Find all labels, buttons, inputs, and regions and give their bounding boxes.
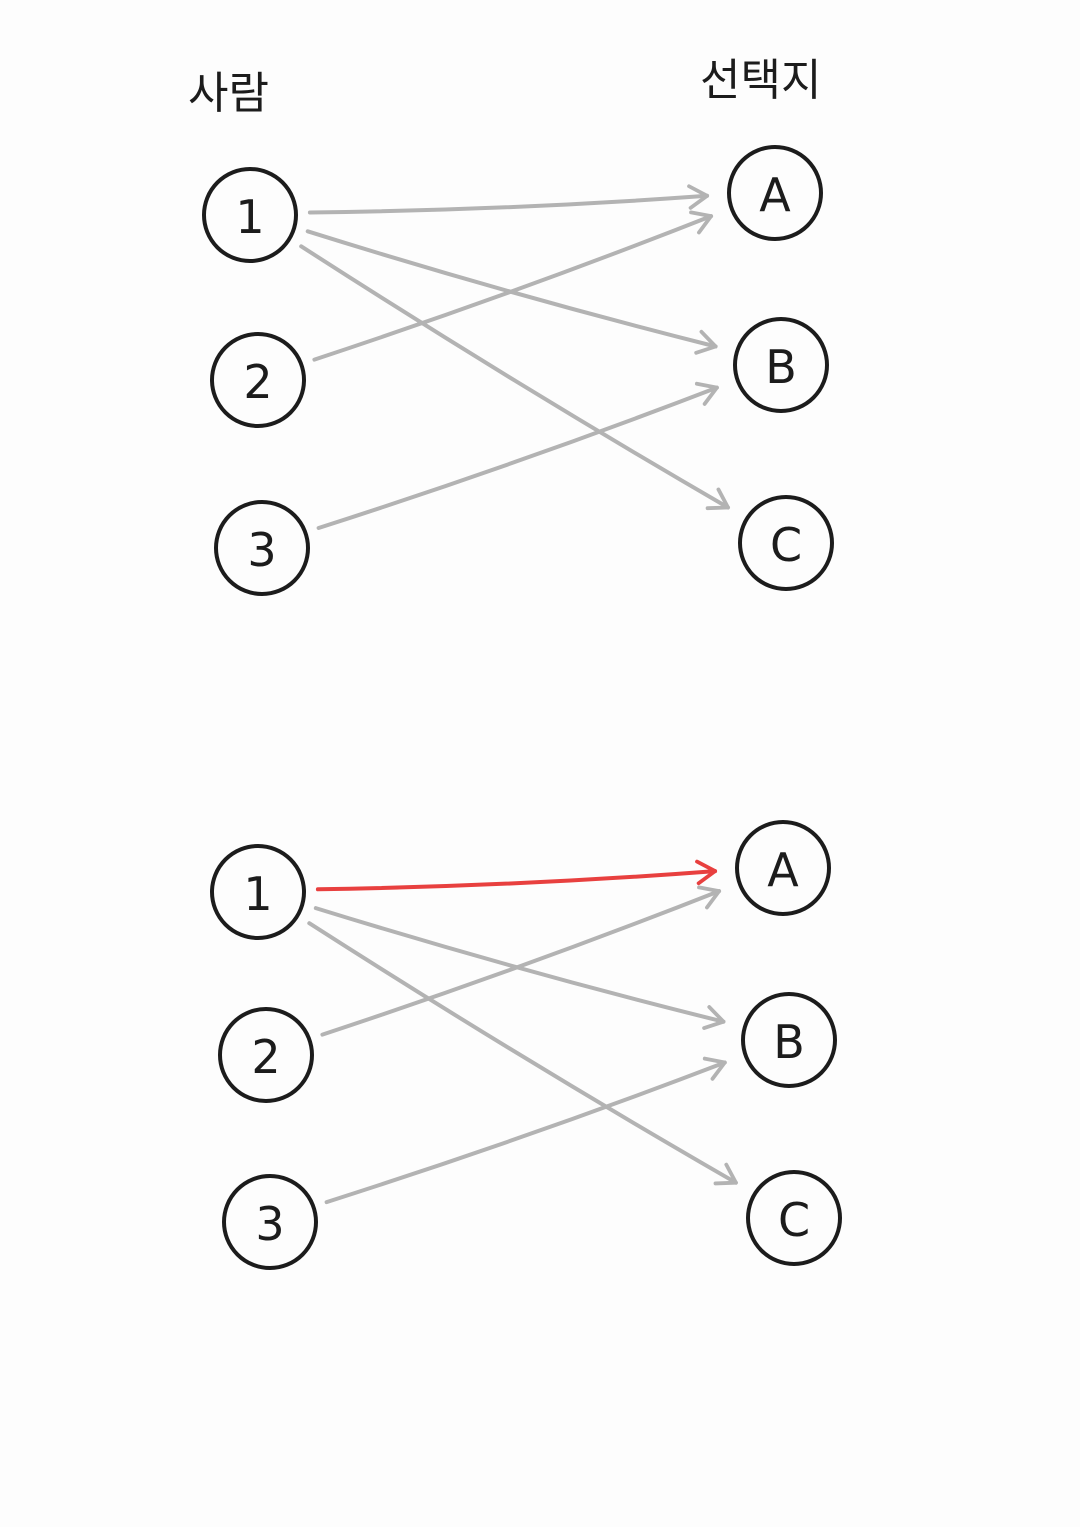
person-node-2-d2-circle — [218, 1007, 314, 1103]
option-node-c-d2-circle — [746, 1170, 842, 1266]
edge-line — [315, 859, 718, 892]
person-node-2-d1: 2 — [210, 332, 306, 428]
option-node-b-d1-label: B — [765, 340, 797, 394]
option-node-c-d2: C — [746, 1170, 842, 1266]
person-node-2-d1-label: 2 — [243, 355, 272, 409]
person-node-3-d1-label: 3 — [247, 523, 276, 577]
edge-line — [320, 885, 722, 1037]
edge-3-to-b-d2 — [324, 1056, 727, 1205]
edge-2-to-a-d1 — [312, 210, 714, 362]
option-node-a-d1-circle — [727, 145, 823, 241]
person-node-1-d2: 1 — [210, 844, 306, 940]
option-node-c-d1-circle — [738, 495, 834, 591]
option-node-a-d2: A — [735, 820, 831, 916]
edge-line — [312, 210, 714, 362]
option-node-b-d2-label: B — [773, 1015, 805, 1069]
person-node-2-d2: 2 — [218, 1007, 314, 1103]
person-node-3-d2: 3 — [222, 1174, 318, 1270]
edge-line — [299, 244, 730, 511]
person-node-3-d1: 3 — [214, 500, 310, 596]
option-node-a-d2-circle — [735, 820, 831, 916]
edge-1-to-a-d2-highlighted — [315, 859, 718, 892]
person-node-3-d2-label: 3 — [255, 1197, 284, 1251]
edge-line — [307, 184, 710, 215]
option-node-c-d1-label: C — [770, 518, 802, 572]
option-node-c-d2-label: C — [778, 1193, 810, 1247]
edge-line — [316, 381, 719, 530]
edge-line — [307, 921, 738, 1186]
option-node-a-d2-label: A — [767, 843, 799, 897]
option-node-b-d1: B — [733, 317, 829, 413]
person-node-2-d2-label: 2 — [251, 1030, 280, 1084]
edge-1-to-c-d2 — [307, 921, 738, 1186]
option-node-b-d2: B — [741, 992, 837, 1088]
edge-1-to-a-d1 — [307, 184, 710, 215]
option-node-a-d1: A — [727, 145, 823, 241]
person-node-3-d2-circle — [222, 1174, 318, 1270]
options-column-label: 선택지 — [700, 55, 821, 106]
person-node-1-d1: 1 — [202, 167, 298, 263]
edge-1-to-c-d1 — [299, 244, 730, 511]
person-node-1-d2-label: 1 — [243, 867, 272, 921]
person-node-3-d1-circle — [214, 500, 310, 596]
person-node-2-d1-circle — [210, 332, 306, 428]
person-node-1-d1-label: 1 — [235, 190, 264, 244]
edge-line — [324, 1056, 727, 1205]
person-node-1-d2-circle — [210, 844, 306, 940]
edge-2-to-a-d2 — [320, 885, 722, 1037]
option-node-c-d1: C — [738, 495, 834, 591]
option-node-b-d1-circle — [733, 317, 829, 413]
people-column-label: 사람 — [188, 68, 269, 119]
option-node-a-d1-label: A — [759, 168, 791, 222]
edge-3-to-b-d1 — [316, 381, 719, 530]
option-node-b-d2-circle — [741, 992, 837, 1088]
person-node-1-d1-circle — [202, 167, 298, 263]
